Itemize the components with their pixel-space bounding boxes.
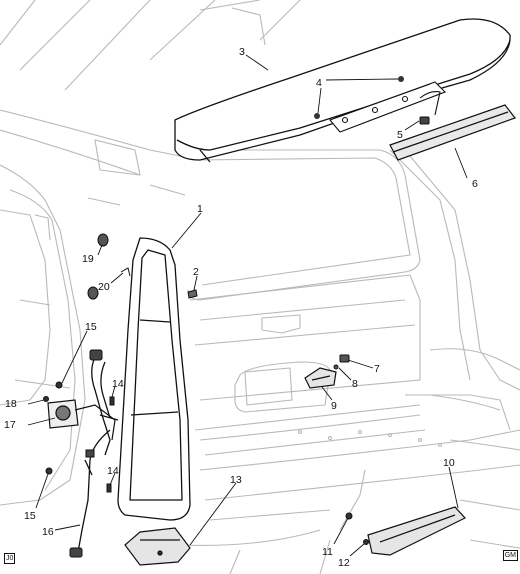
part-4-fastener [314, 76, 404, 119]
figure-id-mark-right: GM [502, 550, 518, 561]
leader-lines [27, 54, 468, 557]
part-17-socket-assembly [47, 399, 119, 441]
callout-3: 3 [239, 46, 245, 58]
callout-4: 4 [316, 77, 322, 89]
part-hi-mount-stop-lamp [389, 104, 516, 161]
callout-10: 10 [443, 457, 455, 469]
part-11-12-fasteners [345, 512, 369, 545]
callout-8: 8 [352, 378, 358, 390]
callout-11: 11 [322, 546, 333, 558]
callout-20: 20 [98, 281, 110, 293]
callout-15-upper: 15 [85, 321, 97, 333]
callout-5: 5 [397, 129, 403, 141]
callout-17: 17 [4, 419, 16, 431]
callout-6: 6 [472, 178, 478, 190]
part-7-8-connector [333, 354, 350, 370]
figure-id-mark-left: J0 [4, 553, 16, 564]
part-spoiler [174, 18, 511, 163]
part-mounting-bracket [329, 81, 446, 133]
part-16-connector [69, 349, 103, 558]
callout-19: 19 [82, 253, 94, 265]
callout-14-lower: 14 [107, 465, 119, 477]
part-13-bracket [124, 527, 191, 566]
callout-14-upper: 14 [112, 378, 124, 390]
callout-9: 9 [331, 400, 337, 412]
part-tail-lamp [117, 237, 191, 521]
callout-15-lower: 15 [24, 510, 36, 522]
callout-12: 12 [338, 557, 350, 569]
part-10-bumper-lamp [367, 506, 466, 556]
callout-1: 1 [197, 203, 203, 215]
callout-16: 16 [42, 526, 54, 538]
part-5-connector [419, 116, 430, 125]
callout-13: 13 [230, 474, 242, 486]
callout-18: 18 [5, 398, 17, 410]
callout-labels: 1 2 3 4 5 6 7 8 9 10 11 12 13 14 14 15 1… [4, 46, 478, 569]
callout-7: 7 [374, 363, 380, 375]
part-2-bolt [187, 289, 198, 299]
callout-2: 2 [193, 266, 199, 278]
part-fasteners [43, 381, 115, 493]
part-20-clip [120, 267, 131, 277]
part-19-grommet [87, 233, 109, 300]
part-9-license-lamp [304, 367, 337, 389]
